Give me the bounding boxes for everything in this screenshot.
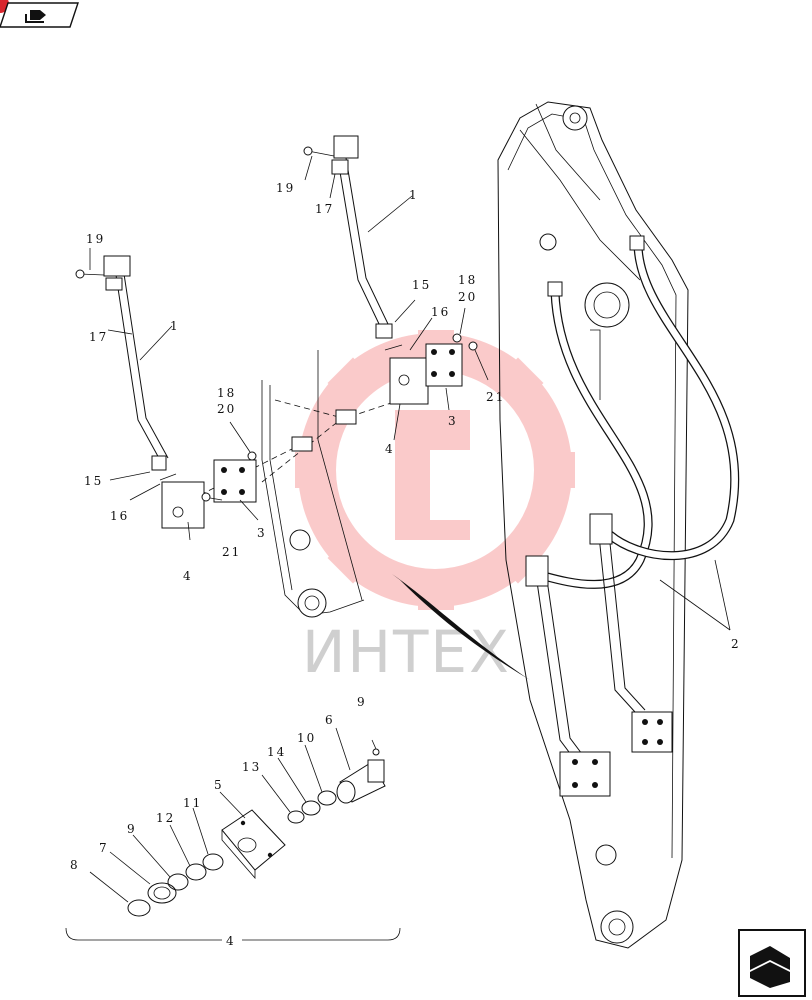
label-3: 3 [448, 414, 458, 428]
label-16: 16 [431, 305, 450, 319]
label-21: 21 [486, 390, 505, 404]
label-2: 2 [731, 637, 741, 651]
label-21: 21 [222, 545, 241, 559]
arm-tubes [525, 513, 673, 797]
label-15: 15 [84, 474, 103, 488]
detail-pointer [392, 574, 530, 680]
arrow-nav-icon [750, 946, 790, 988]
left-pipe-assembly [75, 255, 257, 529]
label-14: 14 [267, 745, 286, 759]
callout-labels: 1 1 2 3 3 4 4 4 5 6 7 8 9 9 10 11 12 13 … [70, 181, 741, 948]
label-10: 10 [297, 731, 316, 745]
label-19: 19 [276, 181, 295, 195]
watermark-text: ИНТЕХ [302, 618, 511, 686]
label-12: 12 [156, 811, 175, 825]
label-3: 3 [257, 526, 267, 540]
label-1: 1 [170, 319, 180, 333]
label-13: 13 [242, 760, 261, 774]
label-19: 19 [86, 232, 105, 246]
swivel-exploded [65, 727, 401, 941]
bottom-nav-button[interactable] [738, 929, 806, 997]
label-17: 17 [315, 202, 334, 216]
label-20: 20 [458, 290, 477, 304]
label-11: 11 [183, 796, 202, 810]
arrow-nav-icon [25, 10, 46, 23]
label-1: 1 [409, 188, 419, 202]
label-16: 16 [110, 509, 129, 523]
leader-lines [89, 155, 731, 631]
label-4: 4 [385, 442, 395, 456]
label-18: 18 [458, 273, 477, 287]
label-4: 4 [226, 934, 236, 948]
hose-assembly [535, 235, 740, 589]
label-6: 6 [325, 713, 335, 727]
label-5: 5 [214, 778, 224, 792]
arm-assembly [497, 101, 689, 949]
label-17: 17 [89, 330, 108, 344]
label-20: 20 [217, 402, 236, 416]
label-18: 18 [217, 386, 236, 400]
center-pipe-assembly [303, 135, 478, 405]
label-8: 8 [70, 858, 80, 872]
label-9: 9 [127, 822, 137, 836]
label-15: 15 [412, 278, 431, 292]
top-nav-button[interactable] [0, 0, 79, 28]
label-7: 7 [99, 841, 109, 855]
label-9: 9 [357, 695, 367, 709]
label-4: 4 [183, 569, 193, 583]
